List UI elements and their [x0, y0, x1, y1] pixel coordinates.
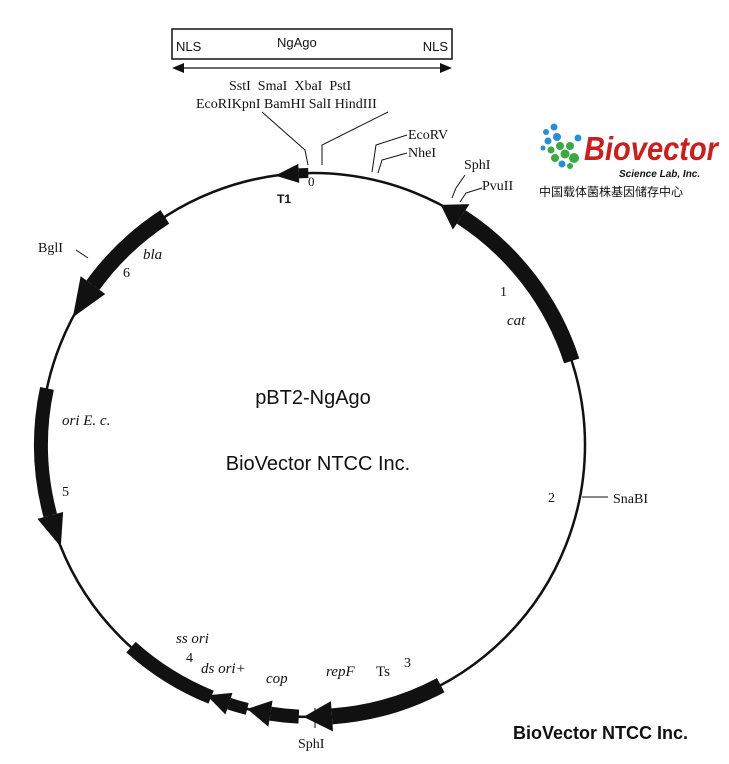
position-2: 2 [548, 491, 555, 506]
mcs-row1: SstI SmaI XbaI PstI [229, 79, 351, 94]
t1-arc [298, 168, 309, 179]
logo-dot [558, 160, 566, 168]
logo-dot [556, 142, 564, 150]
bla-arc [86, 210, 170, 290]
position-3: 3 [404, 656, 411, 671]
plasmid-name: pBT2-NgAgo [255, 387, 371, 409]
logo-dot [574, 134, 582, 142]
center-company: BioVector NTCC Inc. [226, 453, 411, 475]
logo-dots-icon [540, 123, 582, 169]
cat-arc [456, 210, 580, 364]
logo-chinese: 中国载体菌株基因储存中心 [539, 184, 683, 199]
ori-ec-arrowhead-icon [37, 511, 64, 547]
nhei-leader [377, 152, 408, 174]
ds-ori-arrowhead-icon [206, 692, 233, 715]
bla-arrowhead-icon [72, 276, 106, 318]
nls-right-label: NLS [423, 39, 449, 54]
logo-dot [553, 133, 561, 141]
nls-left-label: NLS [176, 39, 202, 54]
sphi-top-label: SphI [464, 158, 491, 173]
feature-arcs [34, 163, 580, 732]
biovector-logo: Biovector Science Lab, Inc. 中国载体菌株基因储存中心 [539, 123, 720, 199]
snabi-label: SnaBI [613, 492, 648, 507]
ss-ori-arc [126, 641, 214, 704]
mcs-row2: EcoRIKpnI BamHI SalI HindIII [196, 97, 377, 112]
ecorv-leader [371, 134, 408, 173]
footer-company: BioVector NTCC Inc. [513, 723, 688, 743]
bgli-label: BglI [38, 241, 63, 256]
logo-dot [543, 129, 549, 135]
repf-arc [331, 678, 445, 725]
ori-ec-label: ori E. c. [62, 413, 110, 429]
sphi-bottom-label: SphI [298, 737, 325, 752]
ss-ori-label: ss ori [176, 631, 209, 647]
logo-dot [566, 142, 574, 150]
t1-arrowhead-icon [275, 163, 300, 183]
position-5: 5 [62, 485, 69, 500]
ts-label: Ts [376, 664, 390, 680]
mcs-leader-right [321, 111, 389, 165]
logo-dot [544, 137, 552, 145]
mcs-leader-left [261, 111, 309, 166]
logo-dot [569, 153, 579, 163]
cat-label: cat [507, 313, 526, 329]
ds-ori-arc [227, 697, 249, 715]
ori-ec-arc [34, 386, 58, 518]
logo-dot [550, 123, 558, 131]
ecorv-label: EcoRV [408, 128, 448, 143]
pvuii-leader [459, 187, 483, 203]
cop-arrowhead-icon [247, 700, 273, 727]
cop-label: cop [266, 671, 288, 687]
repf-label: repF [326, 664, 355, 680]
cop-arc [269, 706, 300, 724]
ngago-label: NgAgo [277, 35, 317, 50]
position-0: 0 [308, 174, 315, 189]
nls-right-arrow-icon [440, 63, 452, 73]
nls-left-arrow-icon [172, 63, 184, 73]
cat-arrowhead-icon [440, 204, 470, 230]
logo-dot [567, 163, 573, 169]
logo-sub: Science Lab, Inc. [619, 169, 700, 180]
bgli-tick [75, 249, 89, 259]
logo-dot [540, 145, 546, 151]
repf-arrowhead-icon [303, 701, 334, 732]
ds-ori-label: ds ori+ [201, 661, 246, 677]
logo-dot [551, 154, 559, 162]
position-1: 1 [500, 285, 507, 300]
logo-dot [547, 146, 555, 154]
pvuii-label: PvuII [482, 179, 513, 194]
logo-dot [560, 149, 570, 159]
logo-brand: Biovector [584, 130, 720, 167]
position-4: 4 [186, 651, 193, 666]
sphi-top-leader [451, 174, 466, 199]
nhei-label: NheI [408, 146, 436, 161]
insert-box: NLS NgAgo NLS [171, 28, 453, 73]
bla-label: bla [143, 247, 162, 263]
position-6: 6 [123, 266, 130, 281]
t1-label: T1 [277, 192, 291, 206]
